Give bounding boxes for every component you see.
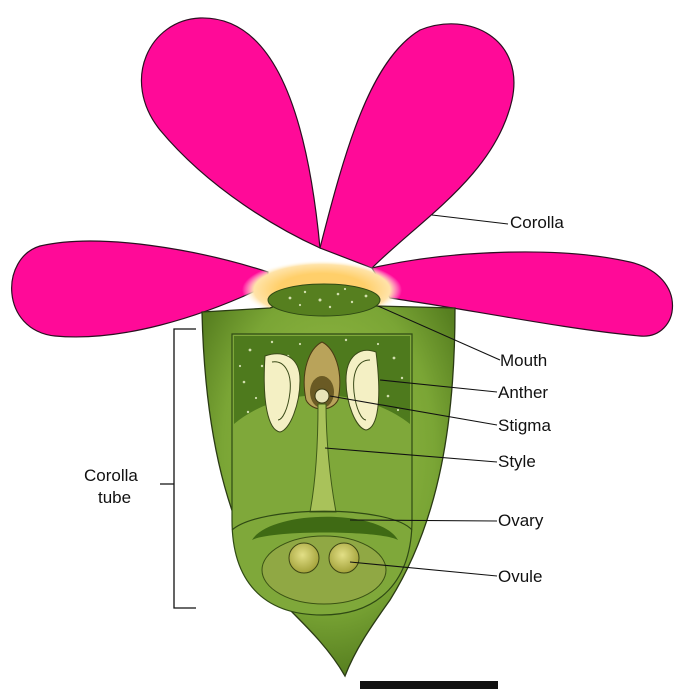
leader-corolla (432, 215, 508, 224)
corolla-tube-bracket (160, 329, 196, 608)
label-corolla-tube-line1: Corolla (84, 465, 138, 487)
label-corolla-tube-line2: tube (84, 487, 138, 509)
petal-top-left (141, 18, 320, 248)
label-stigma: Stigma (498, 417, 551, 435)
ovule-left (289, 543, 319, 573)
petal-top-right (320, 24, 514, 268)
label-corolla: Corolla (510, 214, 564, 232)
label-anther: Anther (498, 384, 548, 402)
ovule-right (329, 543, 359, 573)
label-mouth: Mouth (500, 352, 547, 370)
ovary-chamber (262, 536, 386, 604)
label-corolla-tube: Corolla tube (84, 465, 138, 509)
label-ovule: Ovule (498, 568, 542, 586)
label-ovary: Ovary (498, 512, 543, 530)
mouth (268, 284, 380, 316)
scale-bar (360, 681, 498, 689)
label-style: Style (498, 453, 536, 471)
stigma (315, 389, 329, 403)
